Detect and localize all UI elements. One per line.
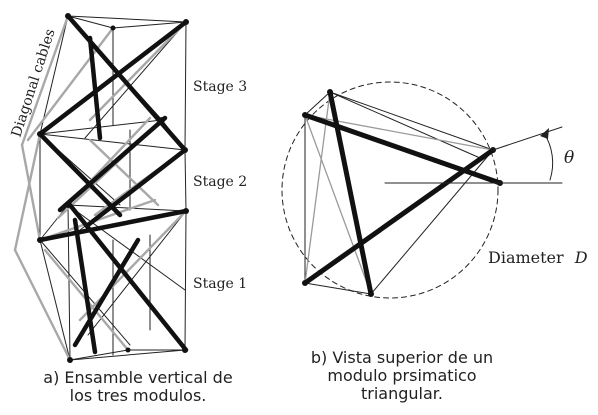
diagonal-cables-label: Diagonal cables [9, 27, 59, 139]
diameter-label: Diameter D [488, 248, 588, 267]
caption-b-line-3: triangular. [361, 384, 443, 403]
diameter-circle [281, 81, 499, 299]
stage-1-label: Stage 1 [193, 276, 247, 292]
stage-3-label: Stage 3 [193, 79, 247, 95]
theta-symbol: θ [564, 148, 574, 168]
struts [37, 13, 189, 355]
caption-b-line-1: b) Vista superior de un [310, 348, 494, 367]
theta-arrow-icon [540, 128, 549, 139]
caption-b-line-2: modulo prsimatico [327, 366, 477, 385]
vertical-assembly: Diagonal cables Stage 3 Stage 2 Stage 1 [9, 13, 247, 363]
caption-a-line-1: a) Ensamble vertical de [43, 368, 233, 387]
caption-b: b) Vista superior de un modulo prsimatic… [282, 349, 522, 403]
top-thin-cables [304, 91, 494, 295]
top-view: θ Diameter D [281, 81, 588, 299]
nodes [37, 13, 189, 363]
caption-a: a) Ensamble vertical de los tres modulos… [18, 369, 258, 405]
thin-cables [39, 15, 187, 361]
stage-2-label: Stage 2 [193, 174, 247, 190]
top-struts [302, 89, 503, 297]
caption-a-line-2: los tres modulos. [69, 386, 207, 405]
